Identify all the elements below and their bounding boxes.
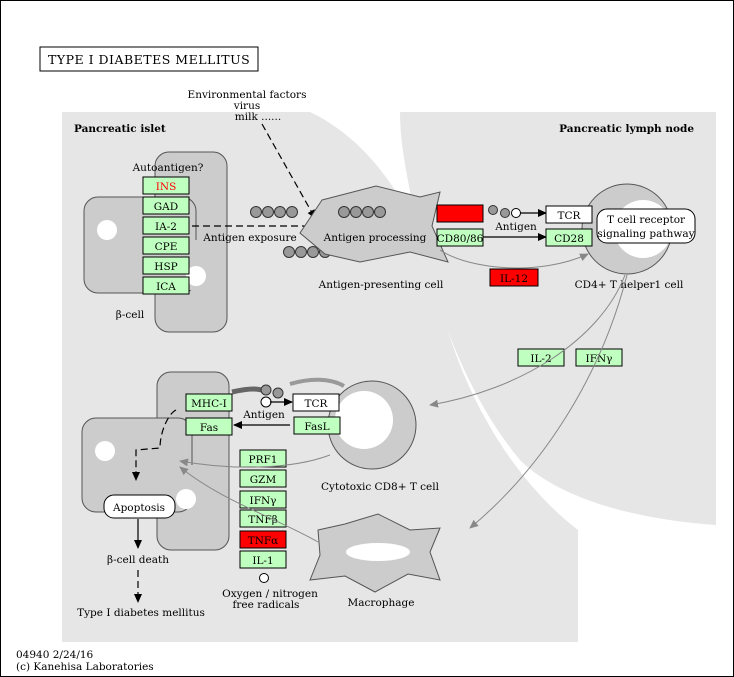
cd4-to-macrophage-arrow [469,274,628,529]
cd4-label: CD4+ T helper1 cell [575,279,684,291]
ctl-nucleus [335,391,393,449]
gene-cd28[interactable]: CD28 [545,228,593,247]
gene-tcr-top[interactable]: TCR [545,205,593,224]
svg-text:signaling pathway: signaling pathway [597,228,694,240]
antigen-dot-bottom2 [272,387,284,399]
ctl-to-beta-arrow [179,454,331,468]
gene-tnfb[interactable]: TNFβ [239,509,287,528]
svg-text:IL-1: IL-1 [252,555,273,567]
svg-text:PRF1: PRF1 [249,454,278,466]
antigen-circle-bottom [260,396,272,408]
beta-cell-death-label: β-cell death [107,554,169,566]
svg-text:TNFα: TNFα [248,535,279,547]
svg-text:T cell receptor: T cell receptor [607,214,686,226]
antigen-dots-apc [338,206,386,218]
antigen-peptide-dot2 [500,208,510,218]
antigen-dot-bottom1 [260,384,272,396]
ctl-label: Cytotoxic CD8+ T cell [321,481,440,493]
ctl-membrane-arc [289,377,345,388]
apc-label: Antigen-presenting cell [318,279,444,291]
gene-ifng-top[interactable]: IFNγ [575,348,623,367]
antigen-top-label: Antigen [494,221,537,233]
gene-tnfa[interactable]: TNFα [239,530,287,549]
svg-text:TCR: TCR [305,398,329,410]
svg-text:IA-2: IA-2 [155,221,177,233]
env-to-apc-arrow [261,123,316,219]
gene-cpe[interactable]: CPE [142,236,190,255]
footer-copyright: (c) Kanehisa Laboratories [16,661,154,673]
gene-il-2[interactable]: IL-2 [517,348,565,367]
gene-fasl[interactable]: FasL [293,416,341,435]
antigen-processing-label: Antigen processing [323,232,427,244]
beta-cell-label: β-cell [116,309,145,321]
gene-il-1[interactable]: IL-1 [239,550,287,569]
gene-ifng-bottom[interactable]: IFNγ [239,490,287,509]
gene-gzm[interactable]: GZM [239,469,287,488]
svg-text:ICA: ICA [156,281,176,293]
region-label-lymph: Pancreatic lymph node [559,123,694,135]
free-radicals-label: free radicals [233,599,300,611]
beta-cell-bottom-nucleus2 [176,489,196,509]
cd4-to-ctl-arrow [429,274,626,408]
svg-text:HSP: HSP [154,261,177,273]
beta-cell-top-nucleus2 [186,266,206,286]
autoantigen-label: Autoantigen? [132,162,204,174]
svg-text:IL-2: IL-2 [530,353,551,365]
gene-tcr-bottom[interactable]: TCR [292,393,340,412]
region-label-islet: Pancreatic islet [74,123,166,135]
gene-gad[interactable]: GAD [142,196,190,215]
gene-hsp[interactable]: HSP [142,256,190,275]
title-box [39,46,259,72]
svg-text:CPE: CPE [155,241,178,253]
fas-to-apoptosis-arrow [132,409,177,481]
svg-text:FasL: FasL [304,421,329,433]
svg-text:MHC-I: MHC-I [191,398,227,410]
svg-text:GZM: GZM [250,474,277,486]
il12-arrow [439,249,589,269]
gene-cd80-86[interactable]: CD80/86 [436,228,484,247]
gene-ia-2[interactable]: IA-2 [142,216,190,235]
svg-text:TNFβ: TNFβ [248,514,278,526]
antigen-bottom-label: Antigen [242,409,285,421]
beta-cell-top-nucleus [97,220,117,240]
macrophage-to-beta-arrow [179,466,319,543]
svg-text:CD28: CD28 [554,233,584,245]
page-title: TYPE I DIABETES MELLITUS [48,52,250,67]
env-milk-label: milk ...... [235,111,281,123]
oxygen-label: Oxygen / nitrogen [222,588,318,600]
antigen-presenting-cell [299,185,449,263]
svg-text:GAD: GAD [154,201,178,213]
antigen-dots-left [250,206,298,218]
beta-cell-bottom-nucleus [95,441,115,461]
env-virus-label: virus [233,100,260,112]
t1d-label: Type I diabetes mellitus [77,607,205,619]
svg-text:CD80/86: CD80/86 [437,233,484,245]
macrophage-nucleus [346,543,410,561]
gene-prf1[interactable]: PRF1 [239,449,287,468]
gene-il-12[interactable]: IL-12 [489,268,539,287]
footer-id-date: 04940 2/24/16 [16,649,94,661]
gene-ins[interactable]: INS [142,176,190,195]
macrophage-label: Macrophage [348,597,415,609]
antigen-binding-circle [511,208,521,218]
svg-text:Fas: Fas [200,422,218,434]
gene-mhc-i[interactable]: MHC-I [185,393,233,412]
env-factors-label: Environmental factors [188,89,307,101]
antigen-exposure-label: Antigen exposure [202,232,297,244]
svg-text:INS: INS [156,181,177,193]
svg-text:IFNγ: IFNγ [250,495,277,507]
apoptosis-node[interactable]: Apoptosis [103,494,176,519]
gene-ica[interactable]: ICA [142,276,190,295]
antigen-peptide-dot [488,205,498,215]
oxygen-radicals-circle [259,573,269,583]
svg-text:IFNγ: IFNγ [586,353,613,365]
gene-fas[interactable]: Fas [185,417,233,436]
gene-mhc-ii[interactable] [436,204,484,223]
svg-text:TCR: TCR [558,210,582,222]
svg-text:Apoptosis: Apoptosis [112,502,165,514]
svg-text:IL-12: IL-12 [500,273,528,285]
tcr-signaling-pathway-link[interactable]: T cell receptor signaling pathway [596,208,696,244]
